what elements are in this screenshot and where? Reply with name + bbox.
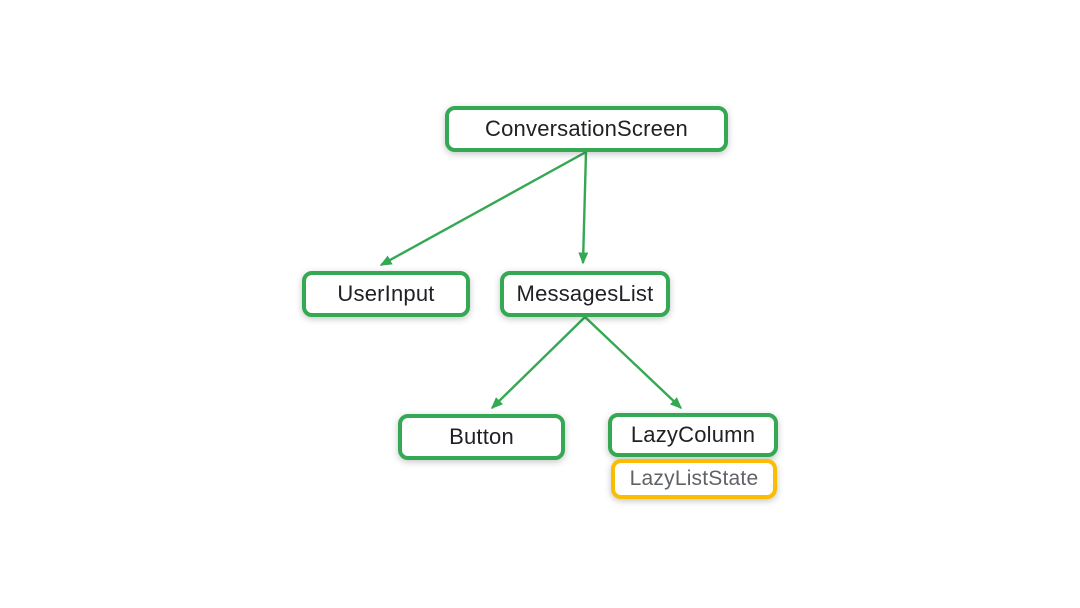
- node-label: MessagesList: [516, 281, 654, 306]
- node-messages-list: MessagesList: [500, 271, 670, 317]
- node-lazy-column: LazyColumn: [608, 413, 778, 457]
- node-conversation-screen: ConversationScreen: [445, 106, 728, 152]
- node-label: ConversationScreen: [485, 116, 688, 141]
- node-button: Button: [398, 414, 565, 460]
- node-label: Button: [449, 424, 514, 449]
- node-lazy-list-state: LazyListState: [611, 459, 777, 499]
- edge-conversationscreen-messageslist: [578, 151, 589, 265]
- node-user-input: UserInput: [302, 271, 470, 317]
- edge-messageslist-button: [490, 316, 586, 410]
- node-label: UserInput: [337, 281, 435, 306]
- edge-conversationscreen-userinput: [379, 150, 587, 267]
- node-label: LazyListState: [629, 467, 759, 490]
- edge-messageslist-lazycolumn: [584, 316, 683, 410]
- node-label: LazyColumn: [630, 422, 756, 447]
